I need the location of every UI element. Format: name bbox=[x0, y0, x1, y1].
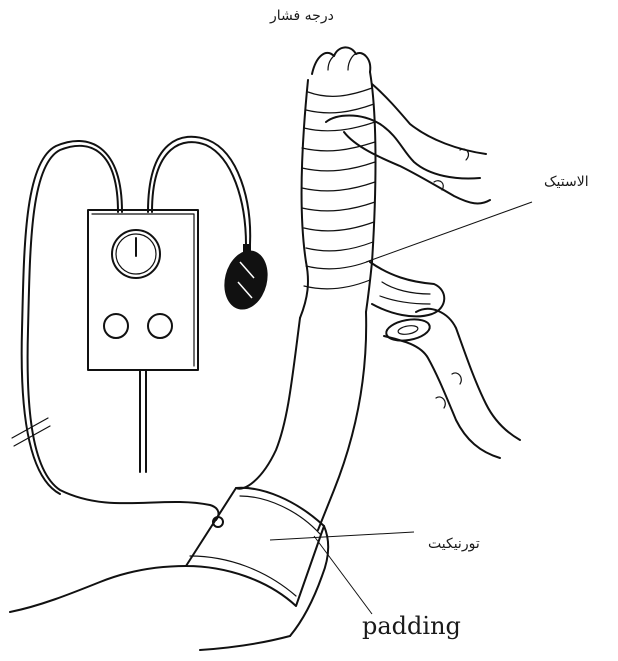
knob-left-icon bbox=[104, 314, 128, 338]
label-tourniquet: تورنیکیت bbox=[428, 536, 480, 552]
label-elastic: الاستیک bbox=[544, 174, 589, 190]
tubing bbox=[12, 137, 250, 520]
tourniquet-cuff bbox=[186, 488, 324, 606]
padding-layer bbox=[10, 526, 328, 650]
pressure-device bbox=[88, 210, 198, 472]
leader-lines bbox=[270, 202, 532, 614]
helper-hand-bottom bbox=[384, 309, 520, 458]
label-pressure-gauge: درجه فشار bbox=[270, 8, 334, 24]
knob-right-icon bbox=[148, 314, 172, 338]
elastic-roll bbox=[370, 262, 444, 344]
label-padding: padding bbox=[362, 612, 461, 640]
inflation-bulb-icon bbox=[218, 244, 273, 314]
helper-hand-top bbox=[326, 84, 490, 203]
